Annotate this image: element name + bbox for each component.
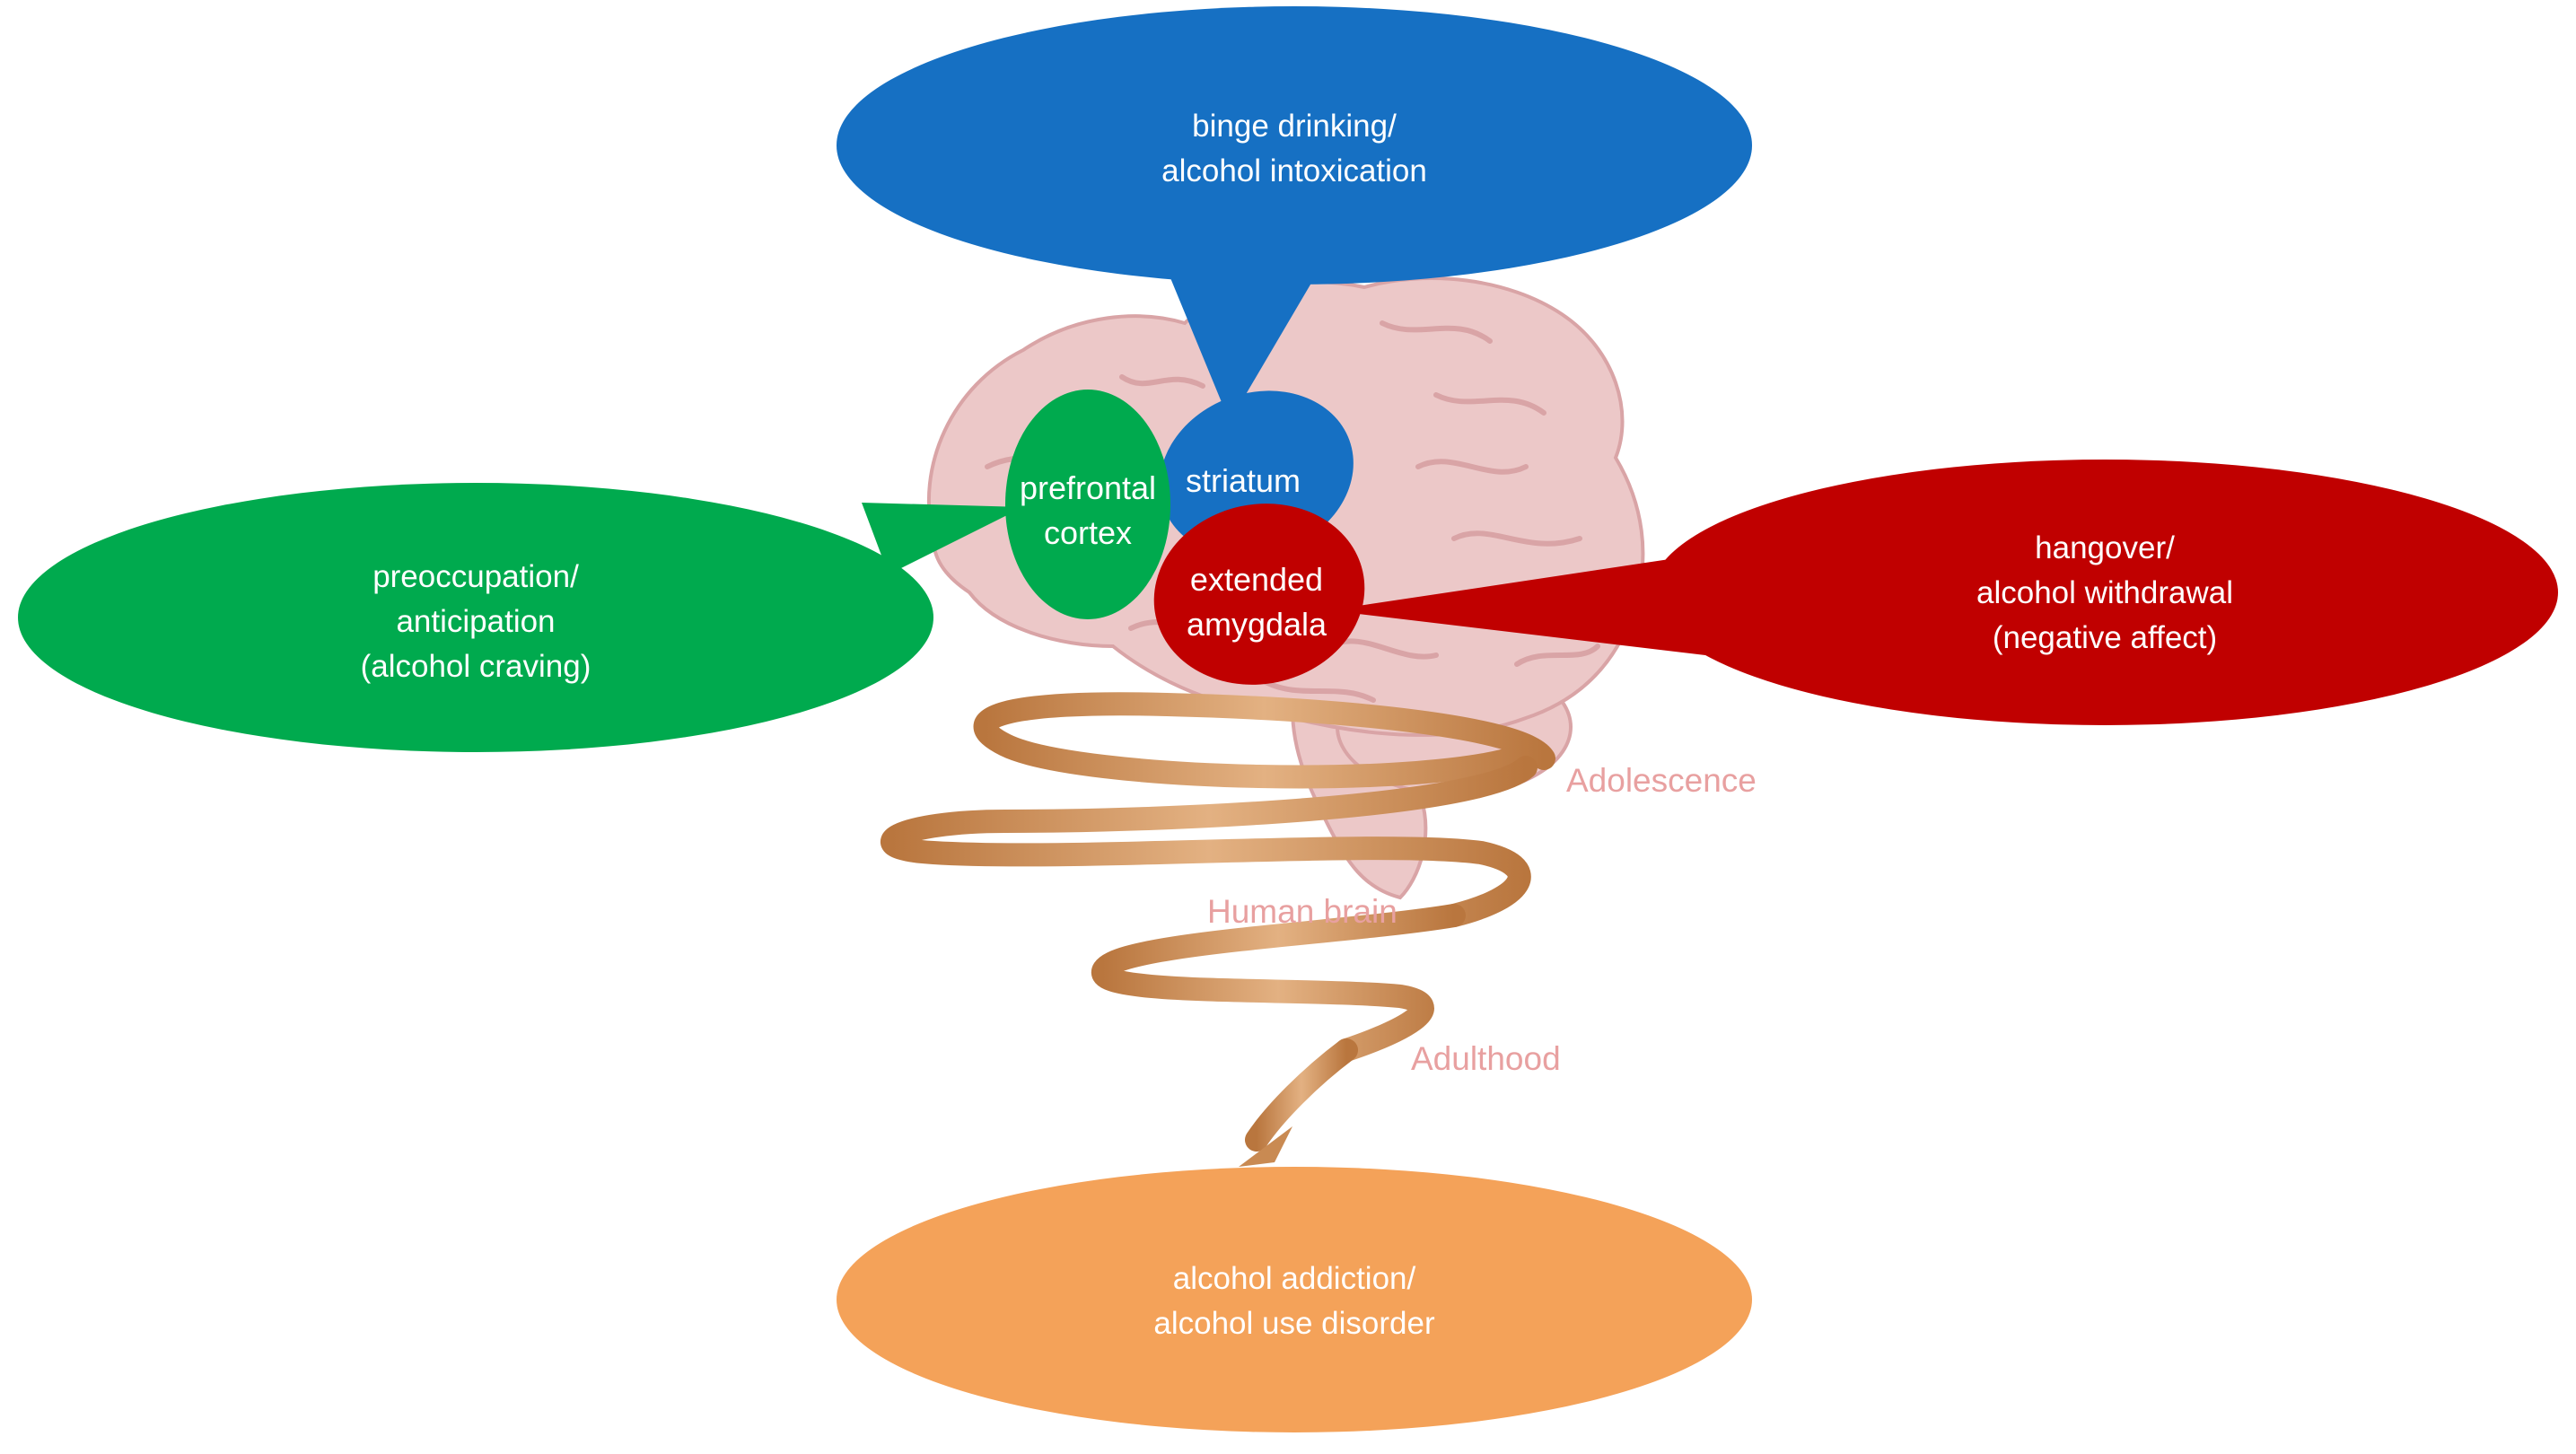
prefrontal-label-line-1: prefrontal	[1020, 469, 1156, 506]
preoccupation-bubble: preoccupation/ anticipation (alcohol cra…	[18, 483, 933, 752]
adolescence-label: Adolescence	[1566, 762, 1757, 799]
amygdala-region: extended amygdala	[1153, 504, 1365, 685]
preoccupation-bubble-line-1: preoccupation/	[372, 559, 579, 594]
hangover-bubble-pointer	[1328, 556, 1705, 655]
development-spiral	[880, 692, 1555, 1152]
striatum-label: striatum	[1186, 462, 1301, 499]
adulthood-label: Adulthood	[1411, 1040, 1561, 1077]
spiral-coil-2	[880, 756, 1538, 927]
prefrontal-label-line-2: cortex	[1044, 514, 1132, 551]
hangover-bubble: hangover/ alcohol withdrawal (negative a…	[1652, 460, 2558, 725]
amygdala-label-line-1: extended	[1190, 561, 1323, 598]
addiction-bubble: alcohol addiction/ alcohol use disorder	[837, 1167, 1752, 1432]
preoccupation-bubble-line-2: anticipation	[396, 604, 555, 639]
hangover-bubble-line-1: hangover/	[2035, 530, 2175, 565]
hangover-bubble-line-2: alcohol withdrawal	[1976, 575, 2233, 610]
human-brain-label: Human brain	[1207, 893, 1398, 930]
binge-drinking-bubble: binge drinking/ alcohol intoxication	[837, 6, 1752, 285]
binge-bubble-pointer	[1167, 269, 1319, 422]
binge-bubble-line-1: binge drinking/	[1192, 109, 1397, 144]
binge-bubble-line-2: alcohol intoxication	[1161, 153, 1427, 188]
spiral-arrowhead	[1239, 1126, 1292, 1167]
amygdala-label-line-2: amygdala	[1187, 606, 1327, 643]
addiction-bubble-line-1: alcohol addiction/	[1173, 1261, 1416, 1296]
spiral-coil-1	[973, 692, 1555, 789]
spiral-coil-3	[1091, 904, 1466, 1062]
preoccupation-bubble-pointer	[862, 503, 1023, 574]
preoccupation-bubble-line-3: (alcohol craving)	[361, 649, 591, 684]
addiction-bubble-line-2: alcohol use disorder	[1153, 1306, 1435, 1341]
hangover-bubble-line-3: (negative affect)	[1993, 620, 2217, 655]
prefrontal-cortex-region: prefrontal cortex	[1005, 390, 1170, 619]
spiral-coil-4	[1245, 1038, 1358, 1152]
